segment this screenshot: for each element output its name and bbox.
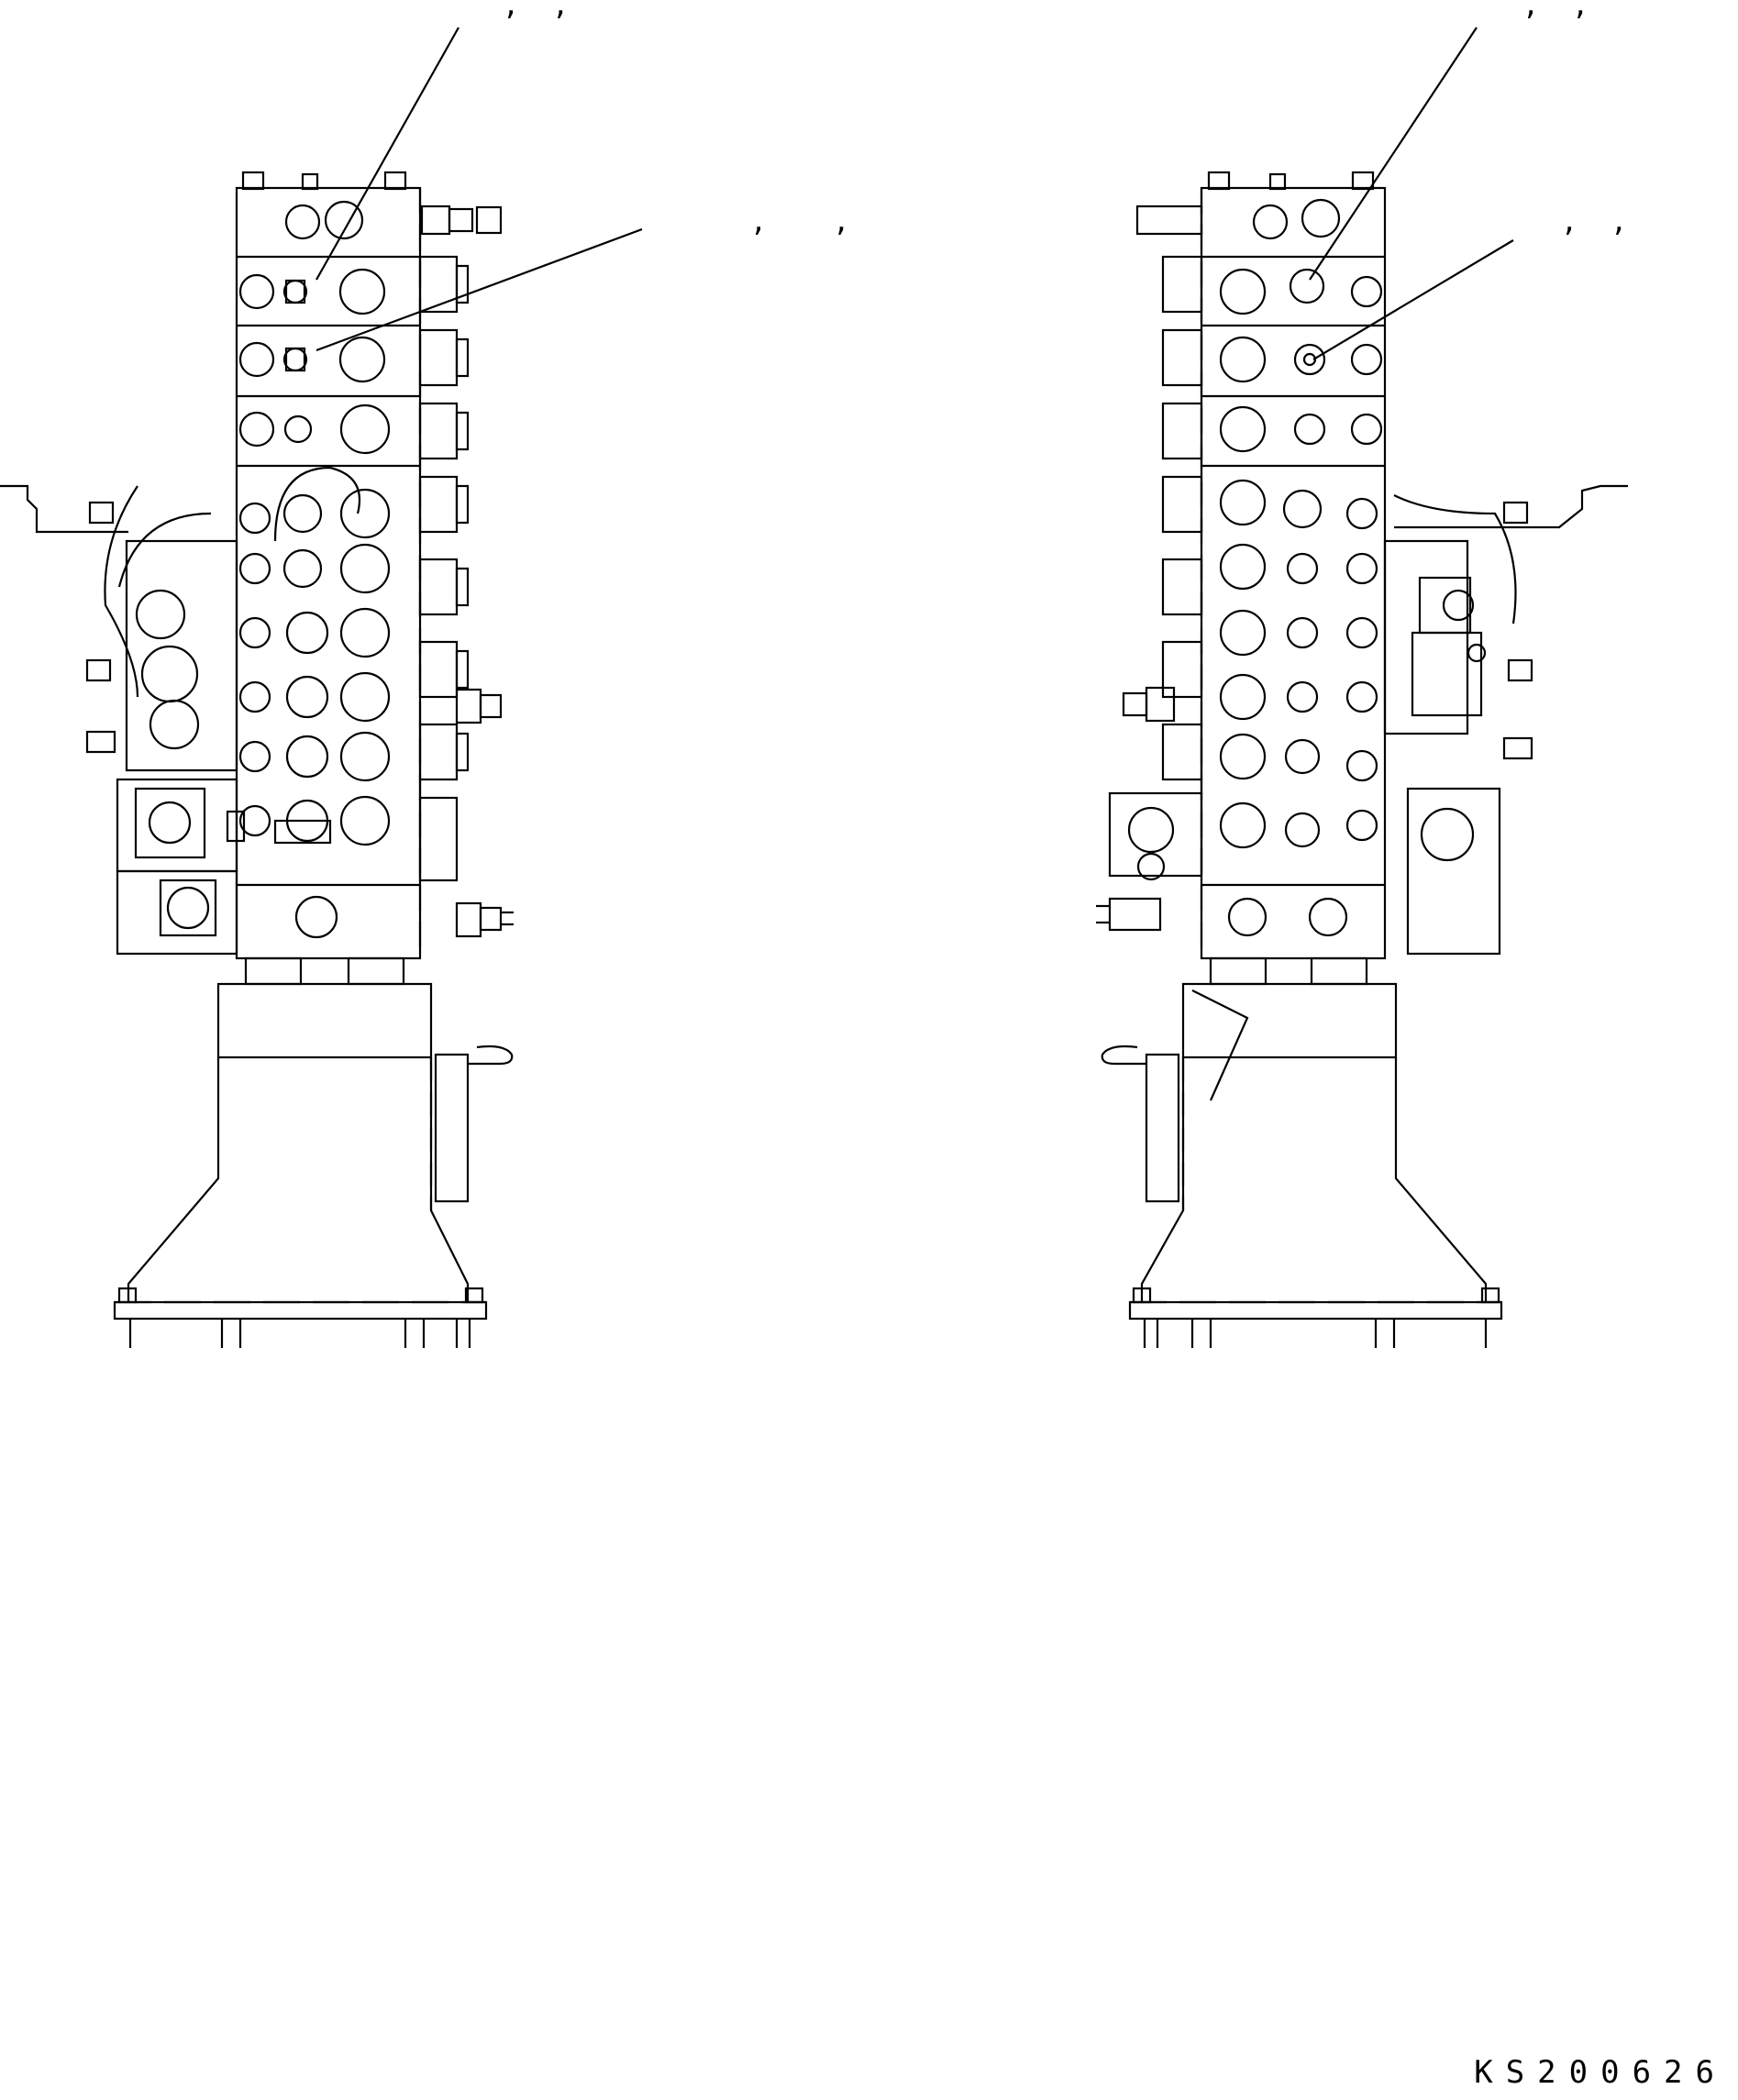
left-valve-view [0,27,643,1348]
right-valve-view [1096,27,1628,1348]
callout-right-mid: , , [1561,206,1628,238]
callout-left-top: , , [503,0,570,22]
drawing-code: KS200626 [1474,2054,1727,2091]
callout-left-mid: , , [750,206,850,238]
callout-right-top: , , [1522,0,1589,22]
